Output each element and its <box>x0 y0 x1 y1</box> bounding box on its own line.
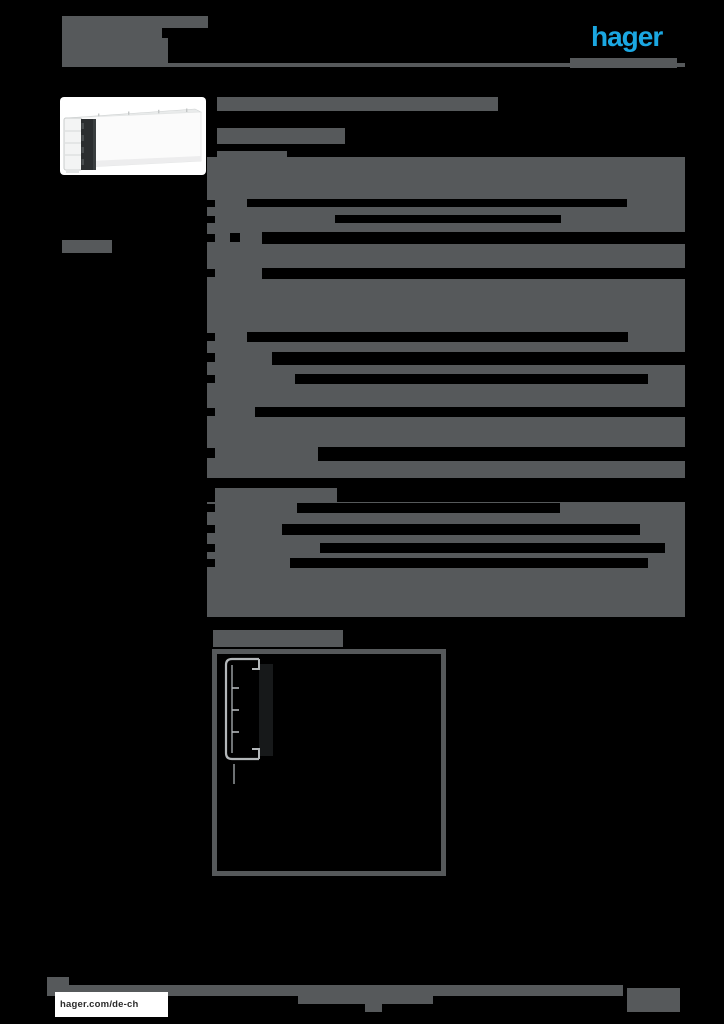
list-bullet <box>230 233 240 242</box>
dimension-drawing-frame <box>212 649 446 876</box>
redacted-text-line <box>282 524 640 535</box>
footer-center-descender <box>365 1004 382 1012</box>
redacted-text-line <box>262 232 685 244</box>
margin-label-bar <box>62 240 112 253</box>
footer-date-bar <box>627 988 680 1012</box>
redacted-text-line <box>295 374 648 384</box>
redacted-margin-tick <box>207 504 215 512</box>
redacted-margin-tick <box>207 375 215 383</box>
trunking-cross-section-drawing <box>224 657 273 784</box>
redacted-margin-tick <box>207 544 215 552</box>
redacted-margin-tick <box>207 200 215 207</box>
redacted-text-line <box>290 558 648 568</box>
redacted-text-line <box>320 543 665 553</box>
redacted-margin-tick <box>207 559 215 567</box>
header-title-bar <box>62 16 208 28</box>
header-reference-bar <box>62 38 168 63</box>
redacted-text-line <box>318 447 685 461</box>
redacted-margin-tick <box>207 353 215 362</box>
redacted-text-line <box>262 268 685 279</box>
product-title-bar <box>217 97 498 111</box>
intro-stub-bar <box>217 151 287 158</box>
redacted-margin-tick <box>207 448 215 458</box>
redacted-text-line <box>247 332 628 342</box>
product-subtitle-bar <box>217 128 345 144</box>
footer-pagenum-bar <box>47 977 69 985</box>
redacted-text-line <box>272 352 685 365</box>
redacted-margin-tick <box>207 269 215 277</box>
redacted-description-panel <box>207 157 685 478</box>
footer-center-text-bar <box>298 985 433 1004</box>
redacted-margin-tick <box>207 234 215 242</box>
footer-website-link[interactable]: hager.com/de-ch <box>55 992 168 1017</box>
redacted-margin-tick <box>207 216 215 223</box>
redacted-text-line <box>247 199 627 207</box>
header-divider <box>62 63 685 67</box>
cable-trunking-photo-drawing <box>63 108 203 173</box>
redacted-margin-tick <box>207 333 215 341</box>
section2-heading-bar <box>215 488 337 502</box>
product-photo <box>60 97 206 175</box>
section3-heading-bar <box>213 630 343 647</box>
header-subtitle-bar <box>62 28 162 38</box>
redacted-text-line <box>297 503 560 513</box>
logo-caption-bar <box>570 58 677 68</box>
redacted-margin-tick <box>207 408 215 416</box>
hager-logo: hager <box>591 21 663 52</box>
redacted-text-line <box>335 215 561 223</box>
redacted-text-line <box>255 407 685 417</box>
redacted-margin-tick <box>207 525 215 533</box>
